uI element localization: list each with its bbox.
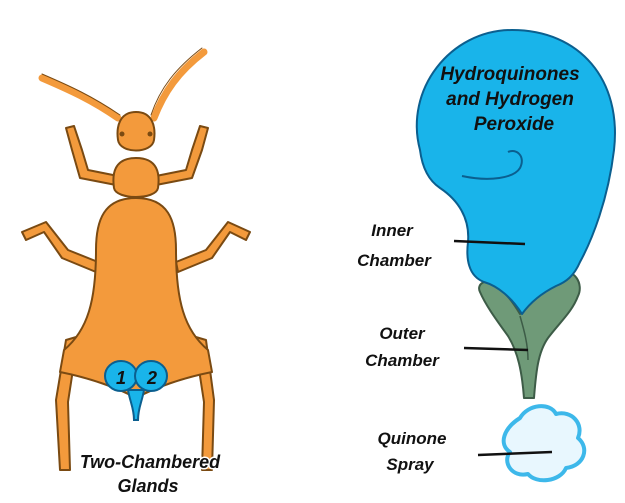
gland-duct <box>128 390 144 420</box>
spray-label-line2: Spray <box>386 455 435 474</box>
beetle-abdomen <box>60 198 212 398</box>
outer-chamber-label-line1: Outer <box>379 324 426 343</box>
beetle-leg-front-right <box>156 126 208 185</box>
beetle-leg-mid-left <box>22 222 98 272</box>
beetle-antenna-left <box>42 78 118 118</box>
gland-number-1: 1 <box>116 368 126 388</box>
quinone-spray-cloud <box>504 406 585 480</box>
beetle-thorax <box>113 158 158 197</box>
reservoir-label-line2: and Hydrogen <box>446 89 574 110</box>
beetle-eye-right <box>148 132 153 137</box>
outer-chamber-label-line2: Chamber <box>365 351 440 370</box>
beetle-leg-mid-right <box>176 222 250 272</box>
inner-chamber-label-line2: Chamber <box>357 251 432 270</box>
reservoir-label-line3: Peroxide <box>474 114 555 135</box>
beetle-antenna-right <box>154 52 204 118</box>
beetle-caption-line1: Two-Chambered <box>80 452 221 472</box>
beetle-caption-line2: Glands <box>117 476 178 496</box>
inner-chamber-label-line1: Inner <box>371 221 414 240</box>
beetle-glands <box>105 361 167 420</box>
spray-label-line1: Quinone <box>378 429 447 448</box>
reservoir-label-line1: Hydroquinones <box>440 64 579 85</box>
beetle-head <box>118 112 155 151</box>
beetle-leg-front-left <box>66 126 118 185</box>
gland-number-2: 2 <box>146 368 157 388</box>
beetle-eye-left <box>120 132 125 137</box>
